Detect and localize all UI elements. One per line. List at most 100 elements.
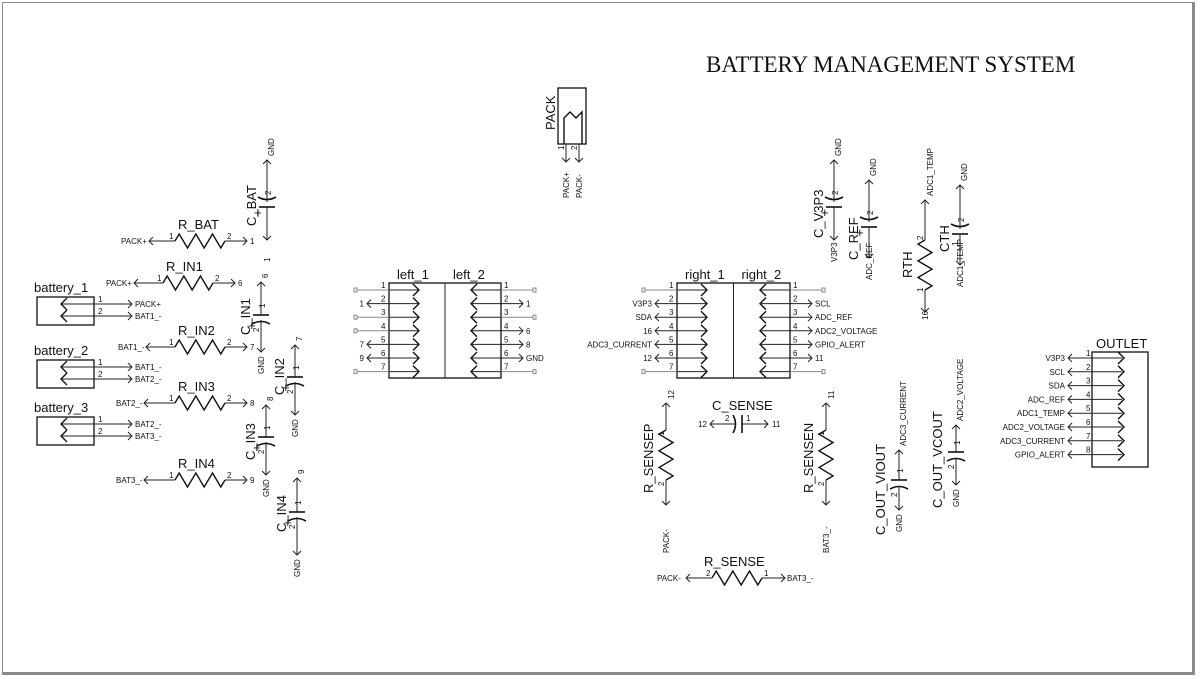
net-label: GND [257, 356, 266, 374]
net-label: 7 [360, 340, 365, 349]
net-arrow-icon [654, 340, 660, 349]
net-arrow-icon [951, 424, 961, 430]
resistor-zigzag-icon [174, 338, 226, 356]
net-arrow-icon [894, 505, 904, 511]
pin-number: 1 [157, 274, 162, 283]
net-label: GND [262, 479, 271, 497]
sheet-title: BATTERY MANAGEMENT SYSTEM [706, 52, 1075, 77]
net-arrow-icon [290, 410, 300, 416]
net-label: BAT1_- [118, 343, 145, 352]
pin-number: 2 [98, 427, 103, 436]
unconnected-pin-marker [821, 287, 826, 293]
net-label: PACK- [657, 574, 681, 583]
resistor-ref-label: R_IN2 [178, 323, 215, 338]
pin-number: 7 [504, 363, 509, 372]
capacitor-ref-label: C_V3P3 [811, 190, 826, 238]
unconnected-pin-marker [641, 287, 646, 293]
unconnected-pin-marker [353, 314, 358, 320]
pin-number: 1 [746, 414, 751, 423]
net-arrow-icon [654, 312, 660, 322]
pin-number: 3 [381, 308, 386, 317]
pin-number: 2 [227, 471, 232, 480]
net-label: 7 [250, 343, 255, 352]
pin-number: 1 [169, 338, 174, 347]
net-label: GND [960, 163, 969, 181]
pin-number: 2 [215, 274, 220, 283]
resistor-ref-label: RTH [900, 252, 915, 278]
net-label: BAT1_- [135, 363, 162, 372]
net-label: GND [291, 419, 300, 437]
net-arrow-icon [366, 340, 372, 349]
net-label: 9 [360, 354, 365, 363]
net-label: 8 [266, 396, 275, 401]
connector-contact-icon [1117, 351, 1125, 365]
resistor-zigzag-icon [916, 239, 934, 291]
resistor-ref-label: R_IN3 [178, 379, 215, 394]
unconnected-pin-marker [821, 369, 826, 375]
net-arrow-icon [127, 362, 133, 372]
net-label: GND [869, 158, 878, 176]
pin-number: 2 [793, 295, 798, 304]
connector-outlet[interactable]: OUTLET1V3P32SCL3SDA4ADC_REF5ADC1_TEMP6AD… [1000, 336, 1149, 468]
polarity-plus-icon: + [856, 225, 864, 240]
pin-number: 1 [793, 281, 798, 290]
net-label: BAT3_- [787, 574, 814, 583]
connector-ref-label: PACK [543, 95, 558, 130]
net-label: 1 [360, 300, 365, 309]
net-arrow-icon [127, 431, 133, 441]
net-arrow-icon [829, 235, 839, 241]
net-label: V3P3 [1045, 354, 1065, 363]
resistor-zigzag-icon [657, 429, 675, 481]
net-arrow-icon [256, 281, 266, 287]
pin-number: 4 [669, 322, 674, 331]
pin-number: 2 [669, 295, 674, 304]
net-arrow-icon [807, 312, 813, 322]
connector-ref-label: left_2 [453, 267, 485, 282]
connector-ref-label: OUTLET [1096, 336, 1147, 351]
net-label: ADC_REF [815, 313, 852, 322]
net-arrow-icon [807, 353, 813, 363]
pin-number: 4 [793, 322, 798, 331]
connector-ref-label: right_1 [685, 267, 725, 282]
connector-ref-label: right_2 [742, 267, 782, 282]
pin-number: 6 [381, 349, 386, 358]
net-label: SDA [636, 313, 653, 322]
pin-number: 7 [381, 363, 386, 372]
net-label: ADC2_VOLTAGE [956, 359, 965, 421]
net-label: BAT1_- [135, 312, 162, 321]
polarity-plus-icon: + [248, 318, 256, 333]
pin-number: 3 [793, 308, 798, 317]
net-label: 6 [261, 273, 270, 278]
net-arrow-icon [654, 299, 660, 308]
net-arrow-icon [955, 184, 965, 190]
connector-ref-label: battery_1 [34, 280, 88, 295]
connector-ref-label: battery_2 [34, 343, 88, 358]
